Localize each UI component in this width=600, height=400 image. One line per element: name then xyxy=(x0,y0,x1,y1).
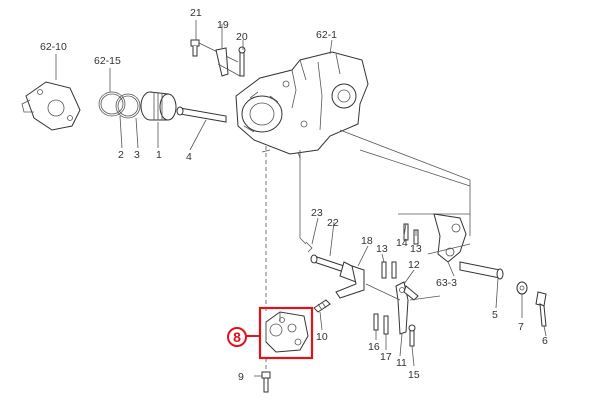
part-8-valve-body[interactable] xyxy=(265,311,309,353)
screw-15 xyxy=(408,324,416,347)
callout-7: 7 xyxy=(518,321,524,333)
screw-20 xyxy=(238,46,246,77)
washer-7 xyxy=(516,281,528,295)
callout-13-left: 13 xyxy=(376,243,388,255)
callout-2: 2 xyxy=(118,149,124,161)
highlight-box xyxy=(258,306,314,360)
guide-right-lower xyxy=(365,243,471,301)
callout-62-10: 62-10 xyxy=(40,41,67,53)
callout-62-1: 62-1 xyxy=(316,29,337,41)
callout-6: 6 xyxy=(542,335,548,347)
callout-3: 3 xyxy=(134,149,140,161)
lever-18 xyxy=(335,265,365,299)
bolt-6 xyxy=(535,291,547,327)
link-63-3 xyxy=(433,213,467,263)
pin xyxy=(176,106,227,123)
callout-18: 18 xyxy=(361,235,373,247)
callout-4: 4 xyxy=(186,151,192,163)
bolt-9 xyxy=(261,371,271,393)
callout-19: 19 xyxy=(217,19,229,31)
callout-17: 17 xyxy=(380,351,392,363)
piston xyxy=(140,91,177,121)
shaft-5 xyxy=(459,261,504,280)
bolt-21 xyxy=(190,39,239,63)
guide-link-frame xyxy=(359,149,471,215)
callout-13-right: 13 xyxy=(410,243,422,255)
callout-62-15: 62-15 xyxy=(94,55,121,67)
callout-9: 9 xyxy=(238,371,244,383)
cover-assembly xyxy=(21,81,81,131)
callout-12: 12 xyxy=(408,259,420,271)
spring-10 xyxy=(313,299,331,313)
callout-15: 15 xyxy=(408,369,420,381)
highlight-badge[interactable] xyxy=(227,327,247,347)
callout-11: 11 xyxy=(396,357,407,369)
callout-20: 20 xyxy=(236,31,248,43)
lever-12 xyxy=(395,281,419,335)
ring-set xyxy=(98,91,141,119)
callout-10: 10 xyxy=(316,331,328,343)
clip-23 xyxy=(305,241,313,253)
bracket-19 xyxy=(215,47,241,77)
callout-21: 21 xyxy=(190,7,202,19)
callout-63-3: 63-3 xyxy=(436,277,457,289)
highlight-label: 8 xyxy=(233,329,241,345)
callout-1: 1 xyxy=(156,149,162,161)
callout-23: 23 xyxy=(311,207,323,219)
main-housing xyxy=(235,51,369,159)
callout-labels: 62-10 62-15 2 3 1 4 21 19 20 62-1 23 22 … xyxy=(40,7,548,383)
callout-16: 16 xyxy=(368,341,380,353)
bolts-13-14 xyxy=(381,223,419,279)
callout-5: 5 xyxy=(492,309,498,321)
guide-housing-right xyxy=(299,129,471,245)
pins-16-17 xyxy=(373,313,389,335)
callout-14: 14 xyxy=(396,237,408,249)
leader-lines xyxy=(55,20,547,377)
callout-22: 22 xyxy=(327,217,339,229)
